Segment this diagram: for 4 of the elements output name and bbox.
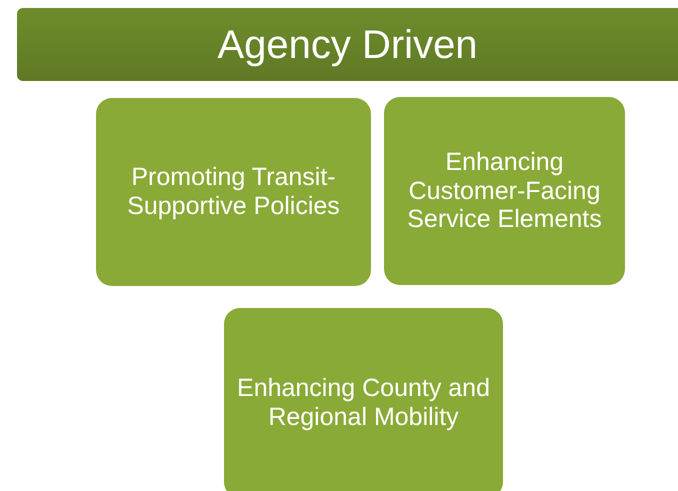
title-banner: Agency Driven [17,8,678,81]
topic-box: Enhancing County and Regional Mobility [224,308,503,491]
topic-box: Enhancing Customer-Facing Service Elements [384,97,625,285]
topic-box: Promoting Transit-Supportive Policies [96,98,371,286]
